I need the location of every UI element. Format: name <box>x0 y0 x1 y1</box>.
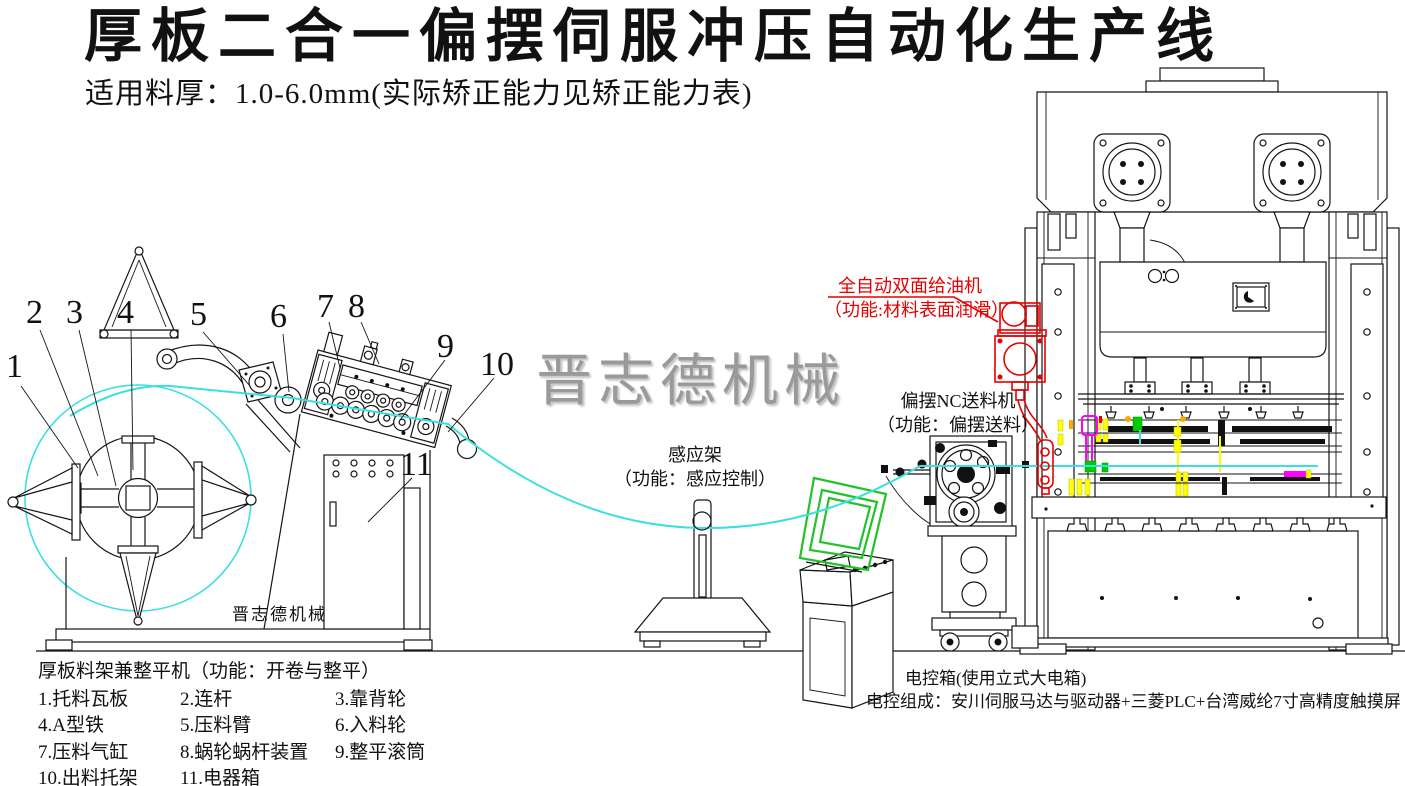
decoiler-straightener-machine <box>7 246 1405 652</box>
sensor-label: 感应架 （功能：感应控制） <box>570 443 820 492</box>
exit-bracket <box>445 417 478 460</box>
touchscreen-lid <box>798 476 888 573</box>
sensor-ring <box>692 511 712 531</box>
callout-6: 6 <box>270 298 287 335</box>
control-box-label: 电控箱(使用立式大电箱) <box>905 669 1087 688</box>
legend-item-9: 9.整平滚筒 <box>335 742 426 763</box>
straightener-head <box>300 331 453 449</box>
legend-item-11: 11.电器箱 <box>180 768 261 786</box>
legend-item-5: 5.压料臂 <box>180 715 252 736</box>
callout-1: 1 <box>6 348 23 385</box>
watermark-text: 晋志德机械 <box>536 351 846 413</box>
callout-leaders <box>20 321 495 523</box>
oiler-label-line2: （功能:材料表面润滑） <box>824 300 1009 321</box>
material-strip <box>69 384 1318 530</box>
legend-item-7: 7.压料气缸 <box>38 742 129 763</box>
guide-posts <box>1124 357 1271 395</box>
control-composition-label: 电控组成：安川伺服马达与驱动器+三菱PLC+台湾威纶7寸高精度触摸屏 <box>866 692 1401 711</box>
page-title: 厚板二合一偏摆伺服冲压自动化生产线 <box>84 4 1224 69</box>
sensor-stand <box>633 499 772 648</box>
nc-feeder <box>881 435 1017 652</box>
legend-item-10: 10.出料托架 <box>38 768 138 786</box>
feeder-label-line2: （功能：偏摆送料） <box>877 415 1039 436</box>
slide-nameplate <box>1232 282 1270 312</box>
callout-2: 2 <box>26 294 43 331</box>
sensor-label-line2: （功能：感应控制） <box>614 469 776 490</box>
callout-10: 10 <box>480 346 514 383</box>
legend-item-3: 3.靠背轮 <box>335 689 407 710</box>
feeder-label-line1: 偏摆NC送料机 <box>900 391 1016 411</box>
sensor-label-line1: 感应架 <box>668 445 722 465</box>
feeder-label: 偏摆NC送料机 （功能：偏摆送料） <box>868 389 1048 438</box>
callout-11: 11 <box>400 446 433 483</box>
callout-3: 3 <box>66 294 83 331</box>
oiler-unit <box>828 296 1054 495</box>
callout-9: 9 <box>437 328 454 365</box>
callout-7: 7 <box>317 288 334 325</box>
callout-8: 8 <box>348 288 365 325</box>
legend-item-2: 2.连杆 <box>180 689 233 710</box>
control-console <box>799 551 894 709</box>
oiler-label: 全自动双面给油机 （功能:材料表面润滑） <box>824 274 1009 323</box>
legend-item-6: 6.入料轮 <box>335 715 407 736</box>
legend-title: 厚板料架兼整平机（功能：开卷与整平） <box>38 661 381 682</box>
flange-right <box>1253 133 1331 213</box>
legend-item-4: 4.A型铁 <box>38 715 104 736</box>
flange-left <box>1093 133 1171 213</box>
brand-logo-mark <box>1147 268 1180 284</box>
page-subtitle: 适用料厚：1.0-6.0mm(实际矫正能力见矫正能力表) <box>85 78 753 110</box>
callout-5: 5 <box>190 296 207 333</box>
die-clamps-row <box>1105 406 1304 419</box>
legend-item-8: 8.蜗轮蜗杆装置 <box>180 742 309 763</box>
callout-4: 4 <box>117 294 134 331</box>
machine-nameplate: 晋志德机械 <box>232 605 327 624</box>
oiler-label-line1: 全自动双面给油机 <box>838 276 982 296</box>
legend-item-1: 1.托料瓦板 <box>38 689 129 710</box>
press-machine <box>1011 67 1400 655</box>
bolster-feet <box>1066 517 1348 532</box>
